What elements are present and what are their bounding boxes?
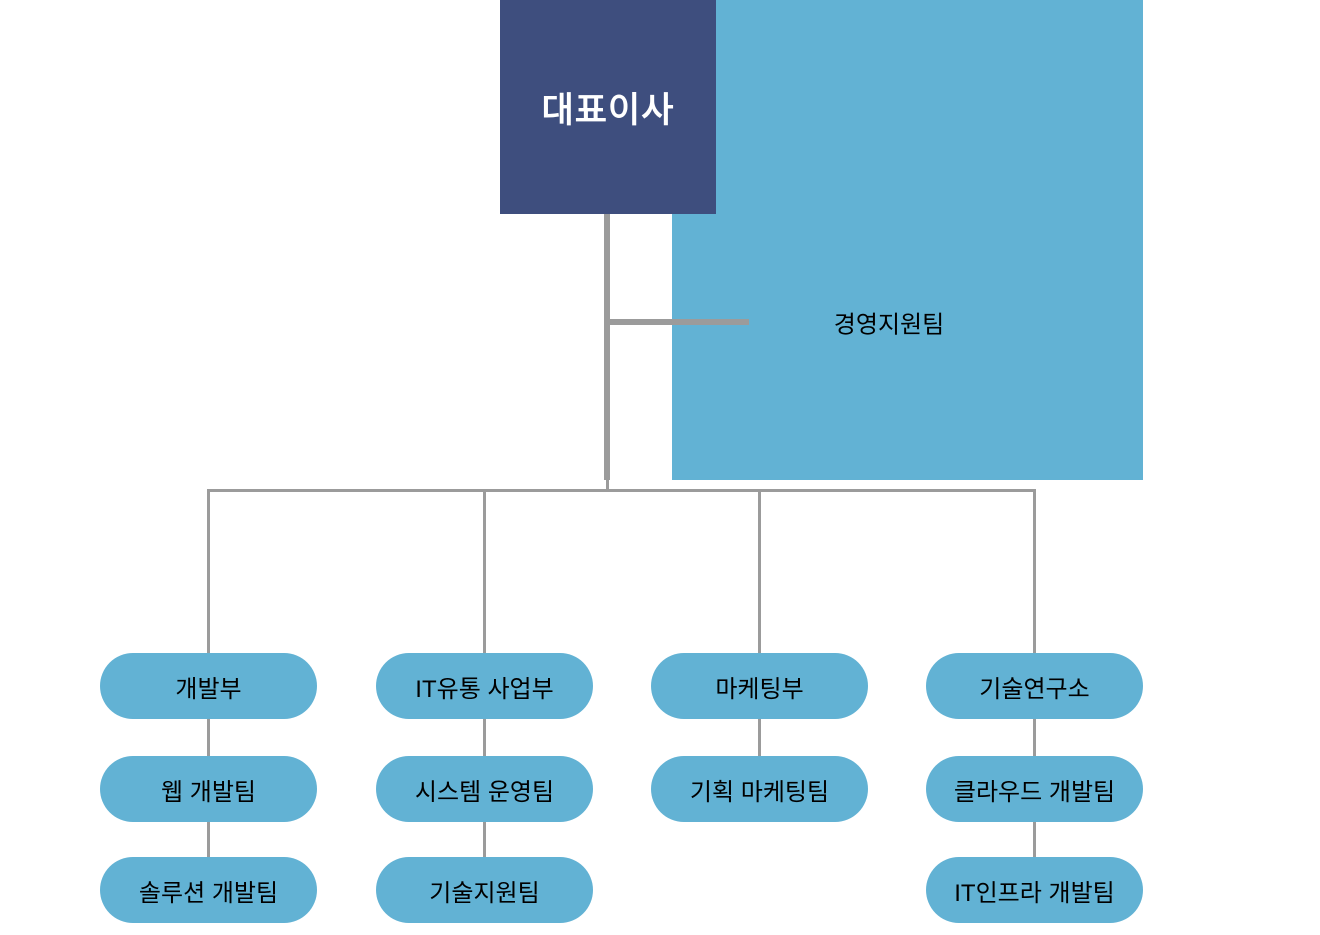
support-panel [672,0,1143,480]
node-ceo: 대표이사 [500,0,716,214]
node-label: 시스템 운영팀 [414,778,555,806]
node-label: IT유통 사업부 [415,675,554,703]
node-system-operation-team: 시스템 운영팀 [376,756,593,822]
node-label: 마케팅부 [715,675,804,703]
node-label: 솔루션 개발팀 [138,879,279,907]
node-label: 개발부 [175,675,242,703]
node-label: 기술지원팀 [429,879,540,907]
node-support-team-label: 경영지원팀 [833,311,945,339]
node-web-dev-team: 웹 개발팀 [100,756,317,822]
node-label: 기술연구소 [979,675,1090,703]
node-label: 기획 마케팅팀 [689,778,830,806]
node-label: IT인프라 개발팀 [954,879,1115,907]
node-dev-dept: 개발부 [100,653,317,719]
node-it-infra-dev-team: IT인프라 개발팀 [926,857,1143,923]
node-tech-support-team: 기술지원팀 [376,857,593,923]
connector-root-vertical [604,214,610,480]
node-cloud-dev-team: 클라우드 개발팀 [926,756,1143,822]
connector-support-branch [604,319,749,325]
node-solution-dev-team: 솔루션 개발팀 [100,857,317,923]
node-it-distribution-division: IT유통 사업부 [376,653,593,719]
node-label: 웹 개발팀 [161,778,256,806]
connector-root-stub [606,480,609,492]
connector-distribution-horizontal [207,489,1035,492]
node-marketing-dept: 마케팅부 [651,653,868,719]
connector-column-3 [758,489,761,790]
node-label: 클라우드 개발팀 [953,778,1116,806]
node-planning-marketing-team: 기획 마케팅팀 [651,756,868,822]
node-ceo-label: 대표이사 [541,90,675,130]
node-tech-research-institute: 기술연구소 [926,653,1143,719]
